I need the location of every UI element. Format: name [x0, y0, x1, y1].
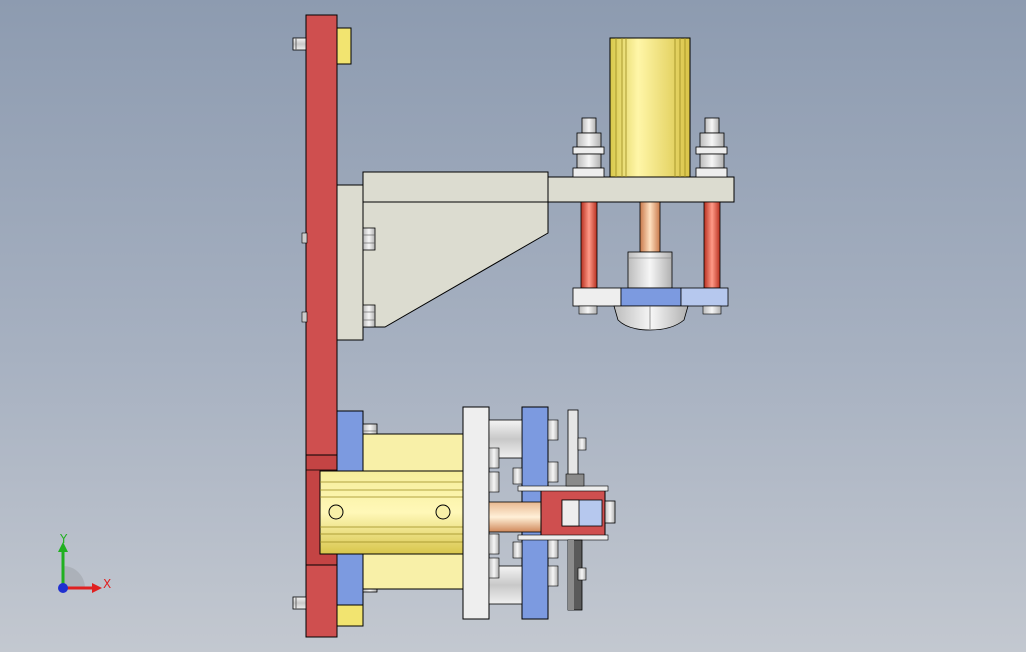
head-nut-1	[488, 447, 500, 469]
suction-cup	[613, 305, 689, 331]
piston-rod-vertical	[639, 201, 661, 253]
plate-bolt-bottom	[292, 596, 307, 610]
stud-nut-left	[572, 117, 605, 178]
plate-screw-1	[301, 232, 308, 244]
vertical-cylinder	[609, 37, 691, 178]
bracket-bolt-lower	[362, 304, 376, 328]
cylinder-head-plate	[462, 406, 490, 620]
rod-end-block	[627, 251, 673, 289]
gripper-jaw-lower	[567, 539, 587, 611]
head-nut-3	[488, 533, 500, 555]
spacer-pad-bottom	[336, 604, 364, 627]
coordinate-triad: X Y	[58, 532, 111, 593]
spacer-pad-top	[336, 27, 352, 65]
y-axis-label: Y	[59, 532, 68, 546]
inner-nut-2	[512, 541, 523, 559]
stud-nut-right	[695, 117, 728, 178]
blue-plate-nut-4	[547, 565, 559, 587]
clevis-pin-nut	[604, 500, 616, 524]
clevis-block	[517, 485, 609, 541]
blue-plate-nut-2	[547, 461, 559, 483]
x-axis-label: X	[103, 577, 111, 591]
plate-screw-2	[301, 311, 308, 323]
guide-rod-right	[703, 201, 721, 289]
blue-plate-nut-1	[547, 419, 559, 441]
guide-rod-left	[580, 201, 598, 289]
support-bracket	[336, 171, 735, 341]
plate-nut-left	[578, 305, 598, 315]
inner-nut-1	[512, 467, 523, 485]
plate-bolt-top	[292, 37, 307, 51]
gripper-jaw-upper	[565, 409, 587, 487]
head-nut-2	[488, 471, 500, 493]
horizontal-cylinder-body	[319, 433, 464, 590]
z-axis-dot	[58, 583, 68, 593]
head-nut-4	[488, 557, 500, 579]
bracket-bolt-upper	[362, 227, 376, 251]
plate-nut-right	[702, 305, 722, 315]
blue-plate-nut-3	[547, 537, 559, 559]
lower-guide-plate	[572, 287, 729, 307]
